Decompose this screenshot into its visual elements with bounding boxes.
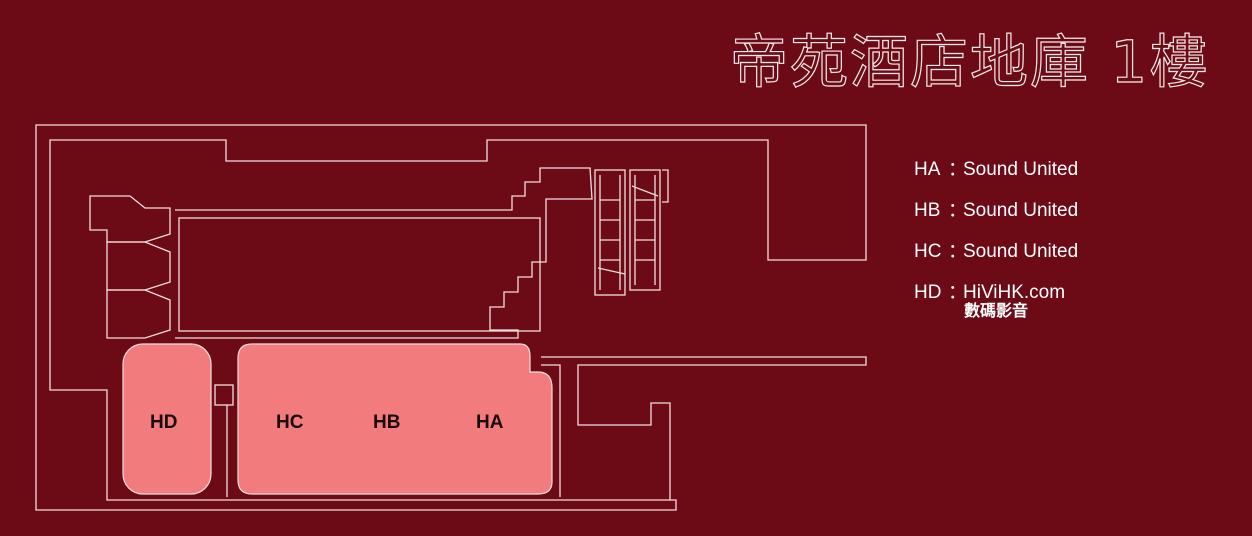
- legend-item-ha: HA ：Sound United: [914, 160, 1078, 201]
- legend-separator: ：: [948, 241, 968, 262]
- legend-exhibitor-sub: 數碼影音: [964, 303, 1029, 320]
- legend-separator: ：: [948, 159, 968, 180]
- legend-exhibitor: Sound United: [963, 200, 1079, 221]
- legend-code: HA: [914, 159, 941, 180]
- lower-right-room: [541, 356, 867, 500]
- map-title: 帝苑酒店地庫 1樓: [730, 28, 1209, 96]
- left-room-mid: [106, 241, 171, 291]
- legend-code: HD: [914, 282, 942, 303]
- legend: HA：Sound United HB：Sound United HC：Sound…: [914, 160, 1078, 324]
- staircase-outline: [175, 167, 593, 339]
- corridor-wall: [541, 364, 561, 497]
- legend-separator: ：: [948, 282, 968, 303]
- booth-hc-label: HC: [276, 412, 304, 433]
- legend-exhibitor: Sound United: [963, 241, 1079, 262]
- pillar: [214, 384, 234, 406]
- legend-code: HB: [914, 200, 941, 221]
- legend-item-hb: HB ：Sound United: [914, 201, 1078, 242]
- booth-ha-label: HA: [476, 412, 504, 433]
- escalators: [594, 169, 669, 296]
- legend-item-hd: HD ：HiViHK.com 數碼影音: [914, 283, 1078, 324]
- booth-hd-label: HD: [150, 412, 177, 433]
- legend-exhibitor: HiViHK.com: [963, 282, 1066, 303]
- legend-item-hc: HC ：Sound United: [914, 242, 1078, 283]
- booth-hd[interactable]: [122, 343, 212, 495]
- central-hall: [178, 217, 541, 332]
- booth-hb-label: HB: [373, 412, 400, 433]
- legend-exhibitor: Sound United: [963, 159, 1079, 180]
- left-room-top: [89, 195, 171, 243]
- legend-separator: ：: [948, 200, 968, 221]
- left-room-bottom: [106, 289, 171, 339]
- outer-wall: [35, 124, 867, 511]
- booth-hc-hb-ha[interactable]: [237, 343, 553, 495]
- legend-code: HC: [914, 241, 942, 262]
